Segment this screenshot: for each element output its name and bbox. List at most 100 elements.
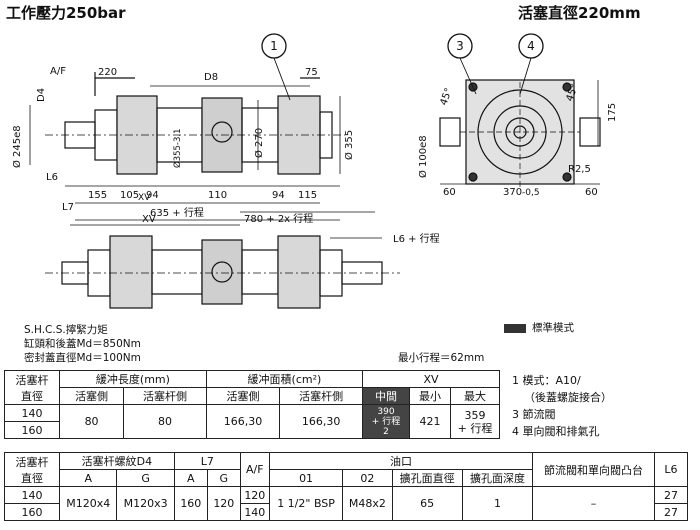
- t2-l6-header: L6: [654, 452, 688, 487]
- t2-port-02: M48x2: [342, 486, 393, 521]
- t2-l6-140: 27: [654, 486, 688, 504]
- cylinder-drawing: 1 3 4 A/F D4 220 D8 75 Ø 245e8 Ø355-3.1 …: [11, 33, 618, 309]
- list-item-3: 3 節流閥: [512, 408, 556, 421]
- t1-xv-max: 359+ 行程: [450, 404, 500, 439]
- t1-xv-min: 421: [409, 404, 451, 439]
- t1-cushion-area-header: 緩冲面積(cm²): [205, 370, 364, 388]
- t2-af-160: 140: [239, 503, 270, 521]
- list-item-1b: （後蓋螺旋接合）: [524, 391, 612, 404]
- cushion-table: 活塞杆直徑 緩冲長度(mm) 緩冲面積(cm²) XV 活塞側 活塞杆側 活塞側…: [4, 370, 500, 439]
- legend-label: 標準模式: [532, 322, 574, 334]
- dim-60a: 60: [443, 187, 456, 198]
- dim-l6: L6: [46, 172, 58, 183]
- dim-dia-270: Ø 270: [253, 128, 265, 158]
- t2-sub-a2: A: [173, 469, 208, 487]
- list-item-4: 4 單向閥和排氣孔: [512, 425, 600, 438]
- t1-xv-header: XV: [362, 370, 500, 388]
- callout-4: 4: [527, 39, 535, 53]
- t1-row-140: 140: [4, 404, 60, 422]
- dim-75: 75: [305, 67, 318, 78]
- list-item-1: 1 模式：A10/: [512, 374, 581, 387]
- t2-l6-160: 27: [654, 503, 688, 521]
- t2-port-01: 1 1/2" BSP: [268, 486, 344, 521]
- angle-left: 45°: [438, 87, 454, 107]
- dim-370: 370: [503, 187, 522, 198]
- t2-port-header: 油口: [268, 452, 534, 470]
- t1-sub-piston2: 活塞側: [205, 387, 281, 405]
- t2-l7-a: 160: [173, 486, 208, 521]
- dim-635: 635 + 行程: [150, 206, 204, 219]
- t1-sub-mid: 中間: [362, 387, 410, 405]
- pressure-title: 工作壓力250bar: [6, 4, 126, 22]
- dim-dia-355-31: Ø355-3.1: [172, 129, 183, 169]
- dim-d8: D8: [204, 72, 218, 83]
- t2-thread-g: M120x3: [116, 486, 175, 521]
- dim-94a: 94: [146, 190, 159, 201]
- t1-sub-rod: 活塞杆側: [123, 387, 207, 405]
- t2-bore-dia: 65: [391, 486, 463, 521]
- dim-175: 175: [607, 103, 618, 122]
- min-stroke-note: 最小行程＝62mm: [398, 352, 485, 364]
- head-block-left: [116, 95, 158, 175]
- t1-rod-header: 活塞杆直徑: [4, 370, 60, 405]
- t1-area-rod: 166,30: [279, 404, 363, 439]
- t2-valve: –: [532, 486, 655, 521]
- t2-af-header: A/F: [239, 452, 270, 487]
- dim-dia-355: Ø 355: [343, 130, 355, 160]
- shcs-note: S.H.C.S.擰緊力矩: [24, 324, 108, 336]
- thread-port-table: 活塞杆直徑 活塞杆螺紋D4 L7 A/F 油口 節流閥和單向閥凸台 L6 A G…: [4, 452, 688, 521]
- t2-rod-header: 活塞杆直徑: [4, 452, 60, 487]
- t2-valve-header: 節流閥和單向閥凸台: [532, 452, 655, 487]
- t1-sub-piston: 活塞側: [58, 387, 125, 405]
- end-view-boss-left: [439, 117, 461, 147]
- t2-l7-g: 120: [206, 486, 241, 521]
- dim-r25: R2,5: [568, 164, 591, 175]
- t2-thread-a: M120x4: [58, 486, 118, 521]
- piston-diameter-title: 活塞直徑220mm: [518, 4, 641, 22]
- torque-note-2: 密封蓋直徑Md＝100Nm: [24, 352, 141, 364]
- dim-115: 115: [298, 190, 317, 201]
- dim-dia-100: Ø 100e8: [417, 135, 429, 178]
- callout-3: 3: [456, 39, 464, 53]
- torque-note-1: 缸頭和後蓋Md＝850Nm: [24, 338, 141, 350]
- t1-sub-max: 最大: [450, 387, 500, 405]
- t2-row-140: 140: [4, 486, 60, 504]
- t1-area-piston: 166,30: [205, 404, 281, 439]
- legend-list: 1 模式：A10/ （後蓋螺旋接合） 3 節流閥 4 單向閥和排氣孔: [512, 372, 612, 440]
- dim-220: 220: [98, 67, 117, 78]
- port-circle: [211, 121, 233, 143]
- dim-155: 155: [88, 190, 107, 201]
- legend-swatch: [504, 323, 526, 333]
- t2-l7-header: L7: [173, 452, 241, 470]
- dim-l7: L7: [62, 202, 74, 213]
- t2-sub-g: G: [116, 469, 175, 487]
- t1-sub-min: 最小: [409, 387, 451, 405]
- dim-780: 780 + 2x 行程: [244, 212, 313, 225]
- t1-len-rod: 80: [123, 404, 207, 439]
- dim-tol: -0,5: [522, 188, 540, 198]
- t2-sub-02: 02: [342, 469, 393, 487]
- t2-sub-01: 01: [268, 469, 344, 487]
- dim-60b: 60: [585, 187, 598, 198]
- dim-xv-top: XV: [138, 193, 151, 203]
- dim-d4: D4: [36, 88, 47, 102]
- dim-110: 110: [208, 190, 227, 201]
- t1-cushion-len-header: 緩冲長度(mm): [59, 370, 207, 388]
- t2-row-160: 160: [4, 503, 60, 521]
- dim-105: 105: [120, 190, 139, 201]
- t1-sub-rod2: 活塞杆側: [279, 387, 363, 405]
- t2-sub-bore-depth: 擴孔面深度: [461, 469, 534, 487]
- end-view-boss-right: [579, 117, 601, 147]
- t2-bore-depth: 1: [461, 486, 534, 521]
- t2-thread-header: 活塞杆螺紋D4: [59, 452, 175, 470]
- t2-sub-bore-dia: 擴孔面直徑: [391, 469, 463, 487]
- t2-af-140: 120: [239, 486, 270, 504]
- t1-len-piston: 80: [58, 404, 125, 439]
- callout-1: 1: [270, 39, 278, 53]
- dim-l6-stroke: L6 + 行程: [393, 232, 440, 245]
- t1-row-160: 160: [4, 421, 60, 439]
- legend: 標準模式: [504, 320, 574, 335]
- dim-94b: 94: [272, 190, 285, 201]
- dim-af: A/F: [50, 66, 66, 77]
